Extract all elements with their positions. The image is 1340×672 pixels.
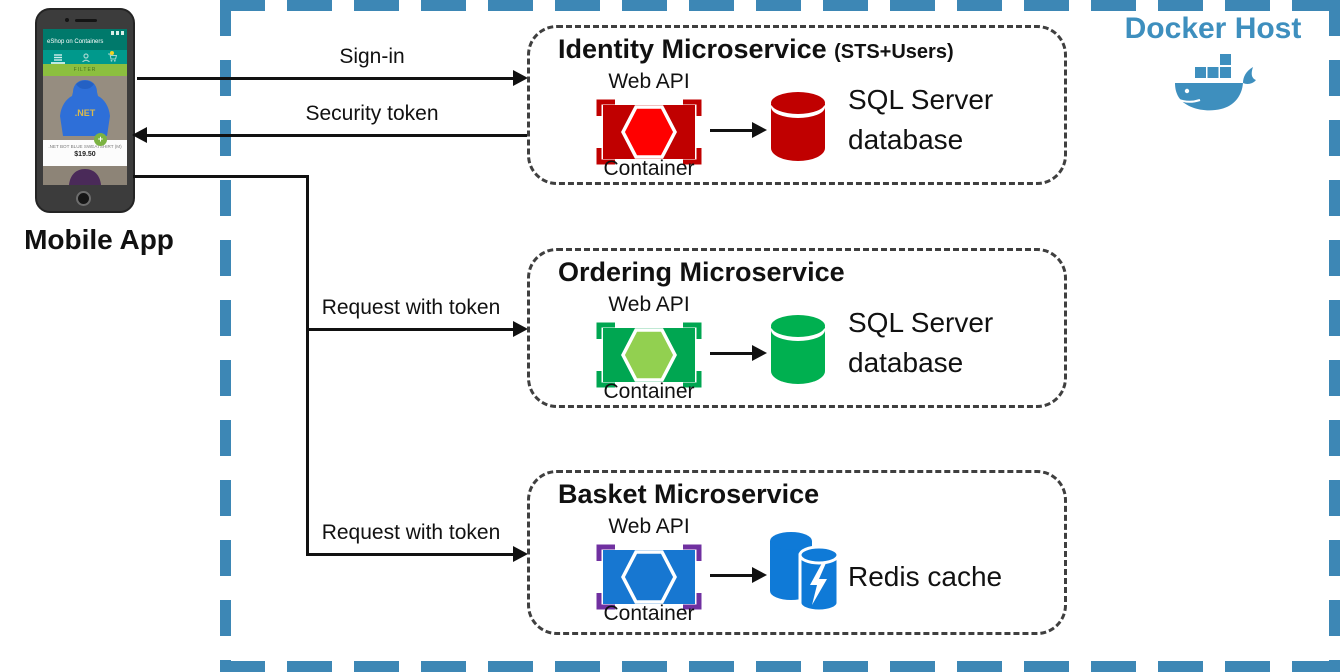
- docker-host-border-top: [220, 0, 1340, 11]
- sign-in-arrowhead: [513, 70, 528, 86]
- ordering-store-label: SQL Server database: [848, 307, 994, 378]
- docker-host-border-right: [1329, 0, 1340, 672]
- docker-host-border-bottom: [220, 661, 1340, 672]
- basket-title: Basket Microservice: [558, 479, 820, 509]
- product-info: .NET BOT BLUE SWEATSHIRT (M) $19.50: [43, 140, 127, 166]
- cart-icon: [108, 53, 117, 62]
- active-tab-underline: [51, 62, 65, 64]
- security-token-label: Security token: [305, 102, 439, 125]
- security-token-line: [145, 134, 527, 137]
- app-header: eShop on Containers: [43, 29, 127, 50]
- product-image: .NET: [43, 76, 127, 140]
- basket-db-arrowhead: [752, 567, 767, 583]
- basket-store-label: Redis cache: [848, 561, 1003, 592]
- profile-icon: [82, 53, 90, 62]
- ordering-container-icon: [596, 322, 702, 388]
- sign-in-label: Sign-in: [339, 45, 405, 68]
- token-branch-stub: [133, 175, 309, 178]
- docker-whale-icon: [1175, 54, 1256, 111]
- identity-title-suffix: (STS+Users): [834, 41, 954, 63]
- mobile-app-caption: Mobile App: [24, 224, 174, 255]
- filter-bar: FILTER: [43, 64, 127, 76]
- product-price: $19.50: [74, 151, 96, 158]
- phone-speaker: [75, 19, 97, 22]
- identity-db-arrowhead: [752, 122, 767, 138]
- phone-camera: [65, 18, 69, 22]
- ordering-webapi-label: Web API: [608, 293, 690, 316]
- cart-badge: [110, 51, 114, 55]
- request-basket-label: Request with token: [321, 521, 501, 544]
- phone-home-button: [76, 191, 91, 206]
- identity-container-icon: [596, 99, 702, 165]
- ordering-db-arrowhead: [752, 345, 767, 361]
- request-basket-line: [306, 553, 514, 556]
- menu-icon: [54, 54, 62, 61]
- basket-webapi-label: Web API: [608, 515, 690, 538]
- svg-text:.NET: .NET: [75, 108, 96, 118]
- phone-screen: eShop on Containers FILTER .NET: [43, 29, 127, 185]
- app-navbar: [43, 50, 127, 64]
- security-token-arrowhead: [132, 127, 147, 143]
- add-to-cart-button: +: [94, 133, 107, 146]
- request-ordering-arrowhead: [513, 321, 528, 337]
- basket-container-icon: [596, 544, 702, 610]
- identity-db-line: [710, 129, 754, 132]
- request-ordering-label: Request with token: [321, 296, 501, 319]
- request-basket-arrowhead: [513, 546, 528, 562]
- app-title: eShop on Containers: [47, 39, 104, 45]
- mobile-phone: eShop on Containers FILTER .NET: [35, 8, 135, 213]
- identity-store-label: SQL Server database: [848, 84, 994, 155]
- blue-hoodie-image: .NET: [60, 80, 110, 136]
- basket-container-label: Container: [603, 602, 695, 625]
- identity-container-label: Container: [603, 157, 695, 180]
- ordering-db-line: [710, 352, 754, 355]
- ordering-title: Ordering Microservice: [558, 257, 845, 287]
- token-branch-vertical: [306, 175, 309, 556]
- ordering-container-label: Container: [603, 380, 695, 403]
- second-product-image: [43, 166, 127, 185]
- request-ordering-line: [306, 328, 514, 331]
- sign-in-line: [137, 77, 514, 80]
- product-name: .NET BOT BLUE SWEATSHIRT (M): [48, 144, 122, 149]
- basket-db-line: [710, 574, 754, 577]
- docker-host-border-left: [220, 0, 231, 672]
- status-icons: [111, 31, 124, 35]
- docker-host-label: Docker Host: [1124, 12, 1302, 45]
- identity-microservice-box: Identity Microservice (STS+Users) Web AP…: [527, 25, 1067, 185]
- basket-microservice-box: Basket Microservice Web API Container Re…: [527, 470, 1067, 635]
- sql-database-icon: [771, 92, 825, 161]
- identity-title: Identity Microservice (STS+Users): [558, 34, 954, 64]
- sql-database-icon: [771, 315, 825, 384]
- ordering-microservice-box: Ordering Microservice Web API Container …: [527, 248, 1067, 408]
- identity-webapi-label: Web API: [608, 70, 690, 93]
- redis-cache-icon: [770, 532, 840, 613]
